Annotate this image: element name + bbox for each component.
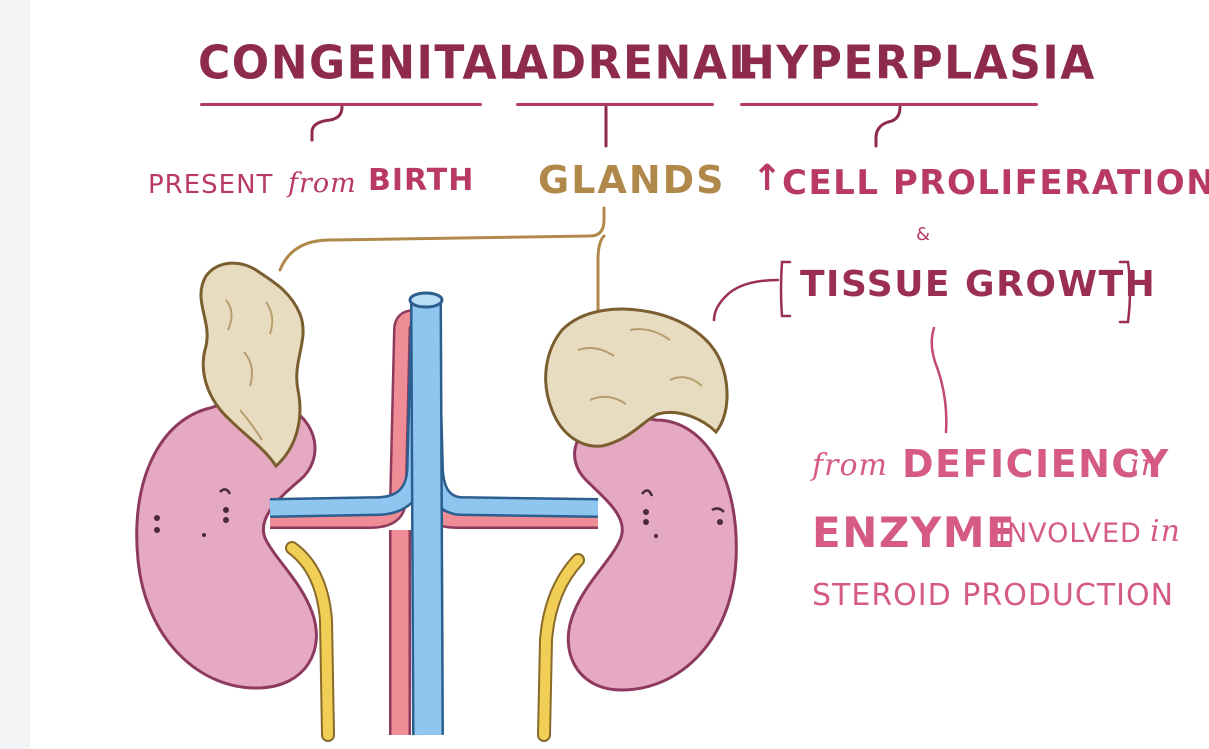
kidney-right-eye-2 [643,519,649,525]
kidney-left-eye-2 [154,527,160,533]
kidney-right-mouth [654,534,658,538]
bracket-right [1120,262,1130,322]
pointer-deficiency [932,328,947,432]
diagram-canvas: CONGENITAL ADRENAL HYPERPLASIA PRESENT f… [30,0,1209,749]
kidney-left-eye-4 [223,517,229,523]
bracket-left [781,262,790,316]
kidney-adrenal-illustration [30,0,1209,749]
vena-cava [426,300,428,735]
brace-hyperplasia [876,107,900,146]
kidney-left-mouth [202,533,206,537]
pointer-tissue [714,280,778,320]
brace-congenital [312,107,342,140]
glands-connector-right [598,236,604,310]
kidney-left-eye-1 [154,515,160,521]
kidney-left-eye-3 [223,507,229,513]
kidney-right-eye-1 [643,509,649,515]
kidney-right-eye-3 [717,519,723,525]
kidney-right [568,415,736,690]
left-margin-strip [0,0,30,749]
glands-connector-left [280,208,604,270]
vena-cava-top [410,293,442,307]
